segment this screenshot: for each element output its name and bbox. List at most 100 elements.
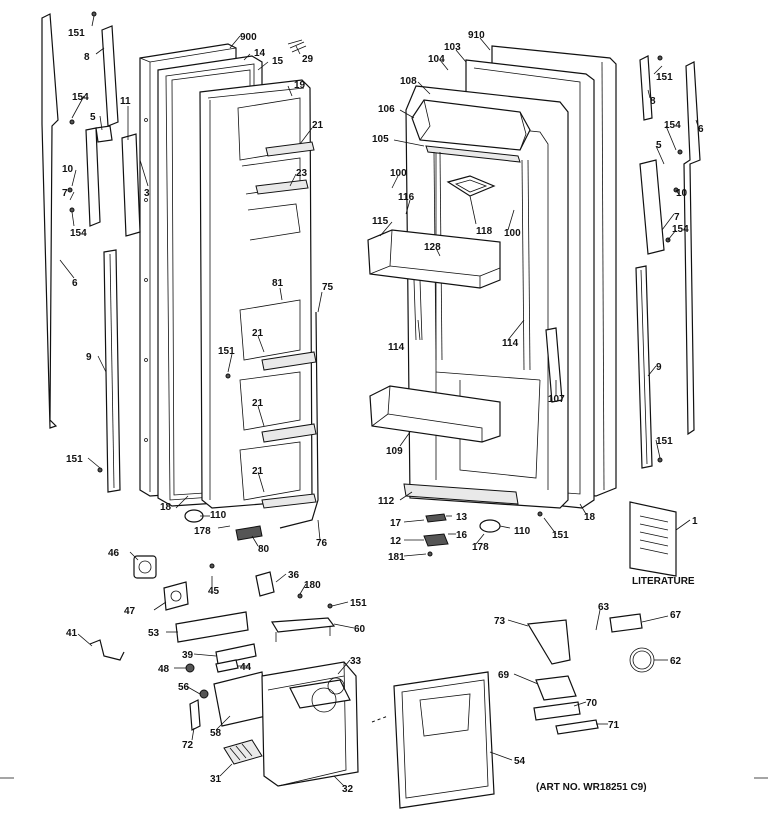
callout-44: 44 (240, 662, 252, 673)
callout-12: 12 (390, 536, 402, 547)
callout-48: 48 (158, 664, 170, 675)
callout-103: 103 (444, 42, 461, 53)
callout-62: 62 (670, 656, 682, 667)
callout-9: 9 (86, 352, 92, 363)
callout-6: 6 (698, 124, 704, 135)
callout-17: 17 (390, 518, 402, 529)
callout-154: 154 (72, 92, 89, 103)
callout-118: 118 (476, 226, 493, 237)
callout-73: 73 (494, 616, 506, 627)
callout-67: 67 (670, 610, 682, 621)
callout-53: 53 (148, 628, 160, 639)
callout-31: 31 (210, 774, 222, 785)
callout-108: 108 (400, 76, 417, 87)
callout-14: 14 (254, 48, 266, 59)
callout-54: 54 (514, 756, 526, 767)
callout-56: 56 (178, 682, 190, 693)
callout-112: 112 (378, 496, 395, 507)
callout-8: 8 (84, 52, 90, 63)
callout-109: 109 (386, 446, 403, 457)
callout-70: 70 (586, 698, 598, 709)
callout-72: 72 (182, 740, 194, 751)
callout-76: 76 (316, 538, 328, 549)
callout-151: 151 (350, 598, 367, 609)
callout-151: 151 (218, 346, 235, 357)
callout-100: 100 (504, 228, 521, 239)
callout-21: 21 (312, 120, 324, 131)
callout-151: 151 (656, 72, 673, 83)
callout-15: 15 (272, 56, 284, 67)
callout-151: 151 (68, 28, 85, 39)
callout-63: 63 (598, 602, 610, 613)
callout-900: 900 (240, 32, 257, 43)
callout-9: 9 (656, 362, 662, 373)
callout-numbers: 151 8 154 5 11 10 3 7 154 6 9 151 900 14… (62, 28, 704, 795)
callout-21: 21 (252, 466, 264, 477)
art-number: (ART NO. WR18251 C9) (536, 782, 647, 793)
callout-32: 32 (342, 784, 354, 795)
callout-8: 8 (650, 96, 656, 107)
dispenser-parts (0, 555, 768, 809)
callout-13: 13 (456, 512, 468, 523)
callout-29: 29 (302, 54, 314, 65)
callout-10: 10 (676, 188, 688, 199)
callout-151: 151 (66, 454, 83, 465)
callout-71: 71 (608, 720, 620, 731)
callout-116: 116 (398, 192, 415, 203)
callout-5: 5 (90, 112, 96, 123)
small-hardware-parts (67, 11, 683, 609)
callout-41: 41 (66, 628, 78, 639)
callout-110: 110 (514, 526, 531, 537)
callout-46: 46 (108, 548, 120, 559)
callout-33: 33 (350, 656, 362, 667)
callout-154: 154 (672, 224, 689, 235)
callout-60: 60 (354, 624, 366, 635)
callout-47: 47 (124, 606, 136, 617)
callout-154: 154 (70, 228, 87, 239)
callout-18: 18 (160, 502, 172, 513)
callout-5: 5 (656, 140, 662, 151)
callout-36: 36 (288, 570, 300, 581)
callout-181: 181 (388, 552, 405, 563)
callout-19: 19 (294, 80, 306, 91)
literature-label: LITERATURE (632, 576, 695, 587)
callout-104: 104 (428, 54, 445, 65)
callout-69: 69 (498, 670, 510, 681)
callout-178: 178 (194, 526, 211, 537)
callout-180: 180 (304, 580, 321, 591)
callout-106: 106 (378, 104, 395, 115)
callout-114: 114 (388, 342, 405, 353)
callout-11: 11 (120, 96, 131, 107)
callout-910: 910 (468, 30, 485, 41)
callout-75: 75 (322, 282, 334, 293)
callout-110: 110 (210, 510, 227, 521)
callout-80: 80 (258, 544, 270, 555)
callout-7: 7 (674, 212, 680, 223)
callout-58: 58 (210, 728, 222, 739)
callout-128: 128 (424, 242, 441, 253)
callout-1: 1 (692, 516, 698, 527)
right-door-trim-parts (635, 55, 701, 469)
callout-39: 39 (182, 650, 194, 661)
callout-115: 115 (372, 216, 389, 227)
callout-leaders (59, 15, 699, 787)
callout-16: 16 (456, 530, 468, 541)
callout-81: 81 (272, 278, 284, 289)
left-door-trim-parts (41, 13, 141, 493)
callout-10: 10 (62, 164, 74, 175)
callout-6: 6 (72, 278, 78, 289)
callout-151: 151 (656, 436, 673, 447)
fresh-food-door-assembly (367, 45, 617, 509)
callout-107: 107 (548, 394, 565, 405)
callout-21: 21 (252, 398, 264, 409)
callout-114: 114 (502, 338, 519, 349)
callout-178: 178 (472, 542, 489, 553)
callout-3: 3 (144, 188, 150, 199)
freezer-door-assembly (139, 43, 319, 529)
callout-7: 7 (62, 188, 68, 199)
callout-45: 45 (208, 586, 220, 597)
callout-100: 100 (390, 168, 407, 179)
callout-151: 151 (552, 530, 569, 541)
callout-21: 21 (252, 328, 264, 339)
